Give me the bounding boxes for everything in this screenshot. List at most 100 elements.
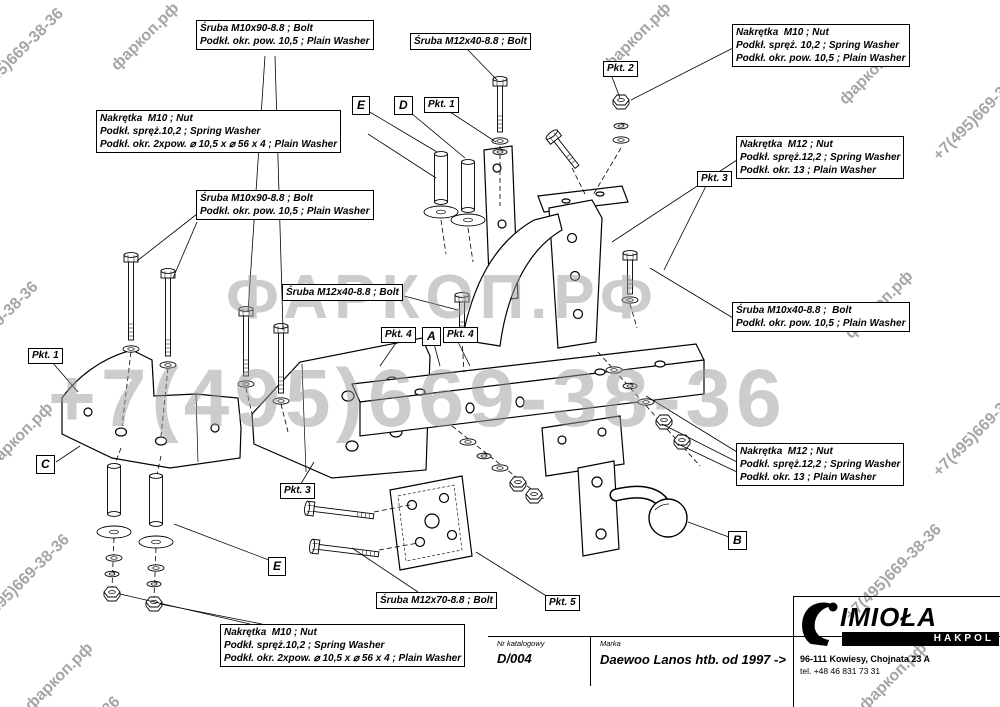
callout-bolt-m10x40-right: Śruba M10x40-8.8 ; Bolt Podkł. okr. pow.…: [732, 302, 910, 332]
left-side-bracket: [61, 349, 242, 469]
callout-line: Podkł. okr. 13 ; Plain Washer: [740, 472, 876, 483]
plain-washer: [237, 380, 255, 388]
catalog-number-label: Nr katalogowy: [497, 639, 545, 648]
point-label-pkt4-right: Pkt. 4: [443, 327, 478, 343]
point-label-pkt3-right: Pkt. 3: [697, 171, 732, 187]
point-label-pkt4-left: Pkt. 4: [381, 327, 416, 343]
bolt-m12x70: [309, 539, 380, 561]
spring-washer: [622, 382, 638, 390]
callout-line: Podkł. okr. 2xpow. ⌀ 10,5 x ⌀ 56 x 4 ; P…: [100, 139, 338, 150]
plain-washer: [159, 361, 177, 369]
brand-value: Daewoo Lanos htb.: [600, 652, 720, 667]
callout-nut-m10-top-right: Nakrętka M10 ; Nut Podkł. spręż. 10,2 ; …: [732, 24, 910, 67]
spring-washer: [492, 148, 508, 156]
bolt: [545, 128, 583, 171]
callout-bolt-m10x90-left: Śruba M10x90-8.8 ; Bolt Podkł. okr. pow.…: [196, 190, 374, 220]
manufacturer-address: 96-111 Kowiesy, Chojnata 23 A: [800, 654, 931, 664]
hex-nut: [145, 596, 163, 612]
callout-line: Podkł. okr. pow. 10,5 ; Plain Washer: [736, 318, 906, 329]
large-washer: [423, 205, 459, 219]
point-label-pkt1-left: Pkt. 1: [28, 348, 63, 364]
large-washer: [450, 213, 486, 227]
point-label-pkt2: Pkt. 2: [603, 61, 638, 77]
year-range: od 1997 ->: [722, 652, 786, 667]
manufacturer-phone: tel. +48 46 831 73 31: [800, 666, 881, 676]
spacer-sleeve: [149, 473, 163, 527]
spacer-sleeve: [107, 463, 121, 517]
plain-washer: [605, 366, 623, 374]
plain-washer: [491, 464, 509, 472]
point-label-pkt3-left: Pkt. 3: [280, 483, 315, 499]
hex-nut: [525, 488, 543, 504]
title-block-divider: [488, 636, 1000, 637]
bolt-m12x70: [304, 501, 375, 523]
part-label-d: D: [394, 96, 413, 115]
point-label-pkt1-top: Pkt. 1: [424, 97, 459, 113]
callout-line: Podkł. spręż. 10,2 ; Spring Washer: [736, 40, 900, 51]
callout-line: Śruba M10x90-8.8 ; Bolt: [200, 23, 313, 34]
callout-line: Śruba M12x70-8.8 ; Bolt: [380, 595, 493, 606]
plain-washer: [122, 345, 140, 353]
hakpol-logo-hook-icon: [802, 602, 838, 646]
spacer-sleeve: [461, 159, 475, 213]
spring-washer: [104, 570, 120, 578]
callout-line: Podkł. spręż.10,2 ; Spring Washer: [224, 640, 385, 651]
callout-bolt-m12x70: Śruba M12x70-8.8 ; Bolt: [376, 592, 497, 609]
callout-nut-m10-left: Nakrętka M10 ; Nut Podkł. spręż.10,2 ; S…: [96, 110, 342, 153]
plain-washer: [612, 136, 630, 144]
logo-brand-name: IMIOŁA: [840, 602, 937, 632]
hex-nut: [612, 94, 630, 110]
construction-lines: [111, 146, 701, 599]
callout-bolt-m10x90-top: Śruba M10x90-8.8 ; Bolt Podkł. okr. pow.…: [196, 20, 374, 50]
callout-line: Śruba M12x40-8.8 ; Bolt: [286, 287, 399, 298]
tow-ball-hook: [577, 460, 688, 557]
brand-label: Marka: [600, 639, 621, 648]
backing-plate: [389, 475, 473, 571]
callout-line: Nakrętka M10 ; Nut: [100, 113, 193, 124]
callout-line: Nakrętka M12 ; Nut: [740, 446, 833, 457]
callout-line: Podkł. spręż.12,2 ; Spring Washer: [740, 459, 901, 470]
plain-washer: [105, 554, 123, 562]
curved-bracket: [461, 213, 563, 347]
plain-washer: [459, 438, 477, 446]
hex-nut: [509, 476, 527, 492]
callout-line: Podkł. okr. pow. 10,5 ; Plain Washer: [736, 53, 906, 64]
spring-washer: [613, 122, 629, 130]
part-label-e-top: E: [352, 96, 371, 115]
bolt-m10x90: [124, 253, 138, 340]
callout-nut-m12-right-lower: Nakrętka M12 ; Nut Podkł. spręż.12,2 ; S…: [736, 443, 905, 486]
callout-line: Podkł. spręż.12,2 ; Spring Washer: [740, 152, 901, 163]
title-block-divider: [793, 596, 794, 707]
callout-line: Podkł. spręż.10,2 ; Spring Washer: [100, 126, 261, 137]
plain-washer: [147, 564, 165, 572]
bolt-m10x90: [161, 269, 175, 356]
structural-parts: [61, 145, 705, 571]
spacer-sleeve: [434, 151, 448, 205]
hex-nut: [103, 586, 121, 602]
callout-line: Śruba M10x40-8.8 ; Bolt: [736, 305, 852, 316]
part-label-b: B: [728, 531, 747, 550]
hex-nut: [655, 414, 673, 430]
crossmember-beam: [351, 343, 705, 437]
plain-washer: [272, 397, 290, 405]
part-label-e-bottom: E: [268, 557, 287, 576]
large-washer: [96, 525, 132, 539]
callout-line: Śruba M12x40-8.8 ; Bolt: [414, 36, 527, 47]
part-label-a: A: [422, 327, 441, 346]
spring-washer: [146, 580, 162, 588]
callout-line: Podkł. okr. 2xpow. ⌀ 10,5 x ⌀ 56 x 4 ; P…: [224, 653, 462, 664]
title-block-divider: [590, 636, 591, 686]
callout-line: Nakrętka M10 ; Nut: [224, 627, 317, 638]
catalog-number: D/004: [497, 651, 532, 666]
callout-line: Nakrętka M10 ; Nut: [736, 27, 829, 38]
callout-bolt-m12x40-mid: Śruba M12x40-8.8 ; Bolt: [282, 284, 403, 301]
ball-mount-plate: [541, 415, 625, 477]
bolt: [239, 307, 253, 376]
plain-washer: [621, 296, 639, 304]
callout-line: Podkł. okr. 13 ; Plain Washer: [740, 165, 876, 176]
callout-line: Podkł. okr. pow. 10,5 ; Plain Washer: [200, 206, 370, 217]
callout-nut-m10-bottom: Nakrętka M10 ; Nut Podkł. spręż.10,2 ; S…: [220, 624, 466, 667]
bolt-m12x40: [493, 77, 507, 132]
